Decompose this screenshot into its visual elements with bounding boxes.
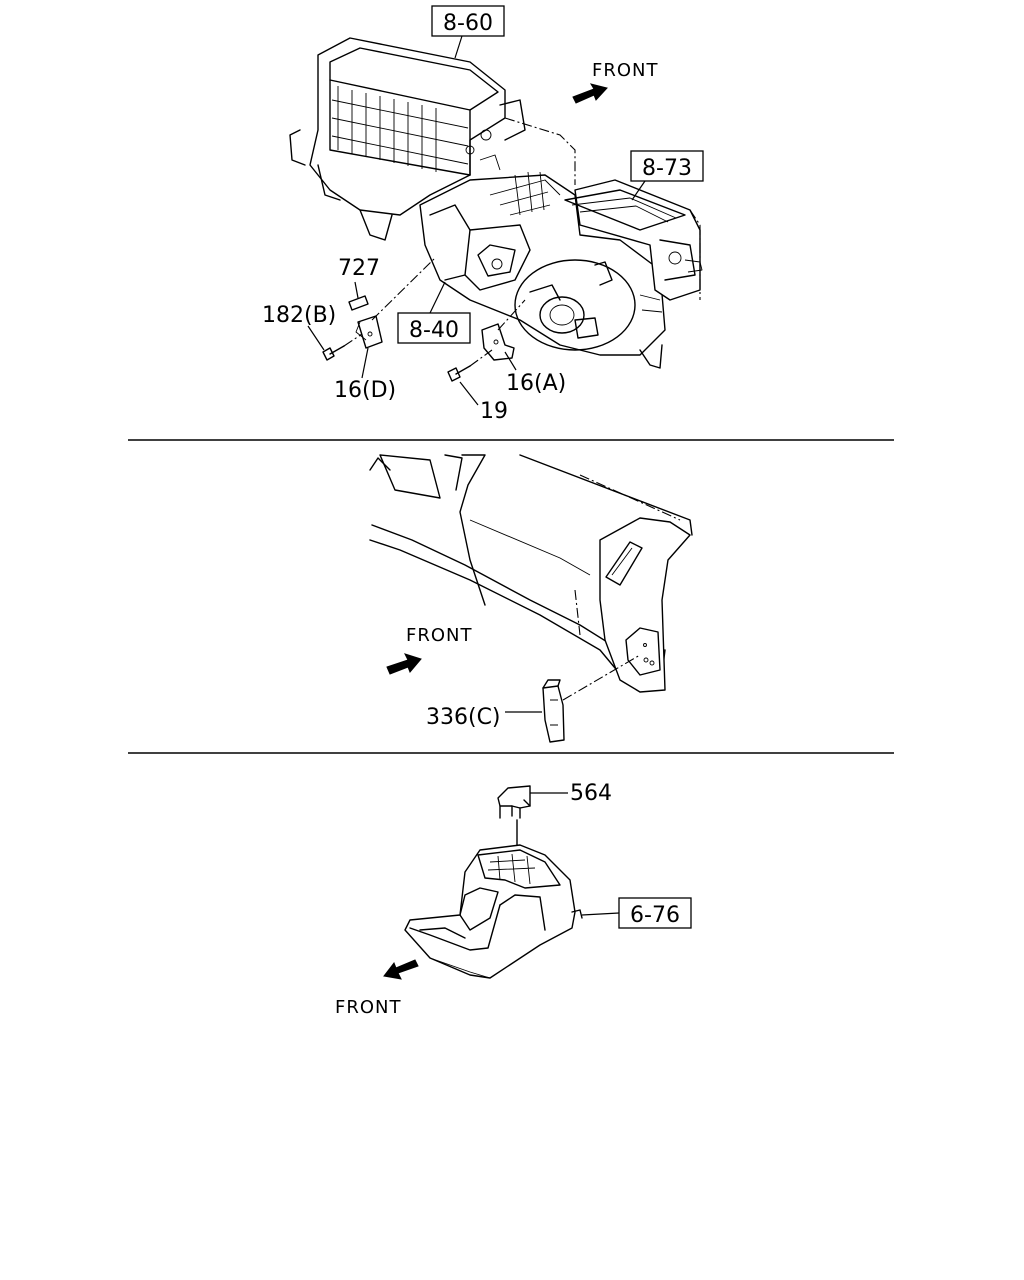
part-16d-label: 16(D) [334,378,396,403]
part-16a-dashline [497,299,526,331]
part-19-leader [459,381,479,406]
part-16d-leader [361,347,369,379]
ref-8-40-text: 8-40 [409,318,459,343]
part-182b-screw [322,345,345,361]
part-19-screw [447,365,471,382]
front-label-bottom: FRONT [335,997,402,1018]
section-hvac-unit: 8-60 8-73 8-40 FRONT 727 16(D) [262,5,704,424]
part-182b-label: 182(B) [262,303,336,328]
part-16a-label: 16(A) [506,371,566,396]
part-182b-leader [307,325,325,351]
front-arrow-bottom [383,959,419,980]
part-19-label: 19 [480,399,508,424]
blower-fan-housing-drawing [419,171,666,369]
console-drawing [404,844,583,979]
ref-6-76-text: 6-76 [630,903,680,928]
section-console: 564 6-76 FRONT [335,781,692,1018]
heater-unit-drawing [289,37,526,241]
part-564-label: 564 [570,781,612,806]
front-label-middle: FRONT [406,625,473,646]
ref-8-60-text: 8-60 [443,11,493,36]
ref-8-73[interactable]: 8-73 [630,150,704,182]
part-182b-dashline [343,333,363,347]
part-336c-dashline [562,654,641,701]
front-arrow-middle [386,653,422,675]
blower-unit-drawing [564,179,703,301]
ref-8-73-leader [631,180,646,201]
ref-8-60[interactable]: 8-60 [431,5,505,37]
front-label-top: FRONT [592,60,659,81]
part-564-cap [497,785,531,819]
front-arrow-top [572,83,608,104]
dashboard-drawing [369,454,693,693]
part-336c-label: 336(C) [426,705,501,730]
part-16a-bracket [481,323,515,361]
ref-8-40[interactable]: 8-40 [397,312,471,344]
part-16d-bracket [355,315,383,349]
part-336c-bracket [542,679,565,743]
part-727-label: 727 [338,256,380,281]
part-16d-dashline [371,257,436,321]
ref-8-40-leader [429,281,446,314]
unit-outline-dashed [504,117,701,300]
part-19-dashline [469,349,493,367]
ref-8-73-text: 8-73 [642,156,692,181]
part-727-leader [354,281,359,299]
part-16a-leader [504,351,517,371]
ref-6-76[interactable]: 6-76 [618,897,692,929]
ref-8-60-leader [454,35,463,59]
ref-6-76-leader [581,912,620,916]
part-727-clip [348,295,369,311]
section-glove-box: FRONT 336(C) [369,454,693,743]
